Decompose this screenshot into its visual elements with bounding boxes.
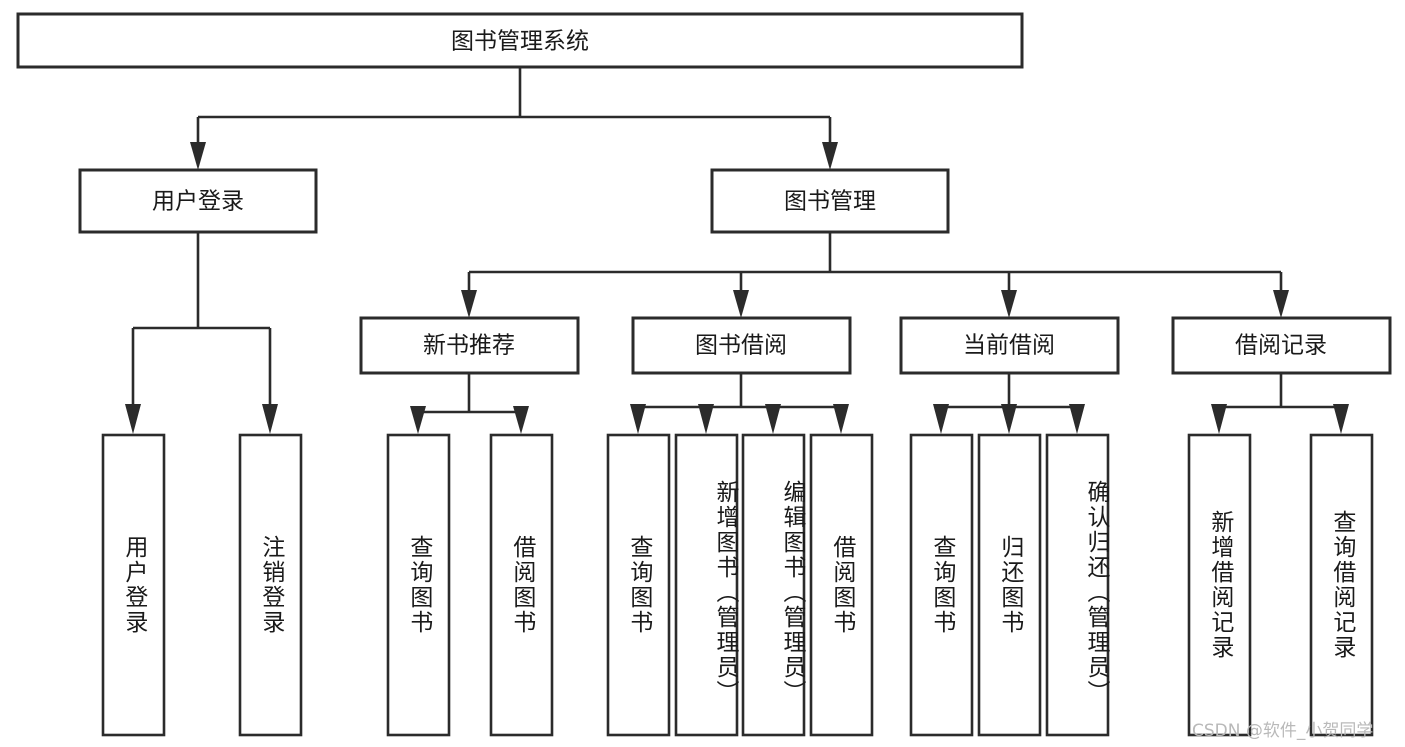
leaf-book-borrow-borrow-book[interactable]: 借阅图书	[828, 535, 855, 635]
connector-group-user-login	[125, 232, 278, 434]
leaf-book-borrow-query-book[interactable]: 查询图书	[625, 535, 652, 635]
leaf-rects-borrow-record	[1187, 433, 1374, 737]
leaf-rects-user-login	[101, 433, 303, 737]
csdn-watermark: CSDN @软件_小贺同学	[1192, 721, 1374, 741]
leaf-rects-book-borrow	[606, 433, 874, 737]
connector-group-new-book	[410, 373, 529, 434]
node-label: 图书管理系统	[451, 29, 589, 55]
node-current-borrow[interactable]: 当前借阅	[899, 316, 1120, 375]
leaf-user-login-login[interactable]: 用户登录	[120, 535, 147, 635]
node-borrow-record[interactable]: 借阅记录	[1171, 316, 1392, 375]
node-label: 图书借阅	[695, 333, 787, 359]
connector-group-book-borrow	[630, 373, 849, 434]
node-label: 新书推荐	[423, 333, 515, 359]
leaf-borrow-record-query-record[interactable]: 查询借阅记录	[1328, 510, 1355, 660]
node-book-management-system[interactable]: 图书管理系统	[16, 12, 1024, 69]
leaf-book-borrow-edit-book-admin[interactable]: 编辑图书（管理员）	[779, 479, 805, 705]
leaf-book-borrow-add-book-admin[interactable]: 新增图书（管理员）	[712, 479, 738, 705]
node-label: 当前借阅	[963, 333, 1055, 359]
leaf-current-borrow-return-book[interactable]: 归还图书	[996, 535, 1023, 635]
leaf-rects-new-book-recommend	[386, 433, 554, 737]
node-book-borrow[interactable]: 图书借阅	[631, 316, 852, 375]
leaf-current-borrow-confirm-return-admin[interactable]: 确认归还（管理员）	[1083, 479, 1109, 705]
node-label: 借阅记录	[1235, 333, 1327, 359]
node-label: 用户登录	[152, 189, 244, 215]
node-label: 图书管理	[784, 189, 876, 215]
connector-group-current-borrow	[933, 373, 1085, 434]
connector-group-borrow-record	[1211, 373, 1349, 434]
connector-group-root	[190, 67, 838, 170]
node-user-login[interactable]: 用户登录	[78, 168, 318, 234]
node-book-management[interactable]: 图书管理	[710, 168, 950, 234]
leaf-new-book-borrow-book[interactable]: 借阅图书	[508, 535, 535, 635]
leaf-user-login-logout[interactable]: 注销登录	[257, 535, 284, 635]
node-new-book-recommend[interactable]: 新书推荐	[359, 316, 580, 375]
leaf-current-borrow-query-book[interactable]: 查询图书	[928, 535, 955, 635]
connector-group-book-manage	[461, 232, 1289, 318]
leaf-borrow-record-add-record[interactable]: 新增借阅记录	[1206, 510, 1233, 660]
leaf-new-book-query-book[interactable]: 查询图书	[405, 535, 432, 635]
leaf-rects-current-borrow	[909, 433, 1110, 737]
